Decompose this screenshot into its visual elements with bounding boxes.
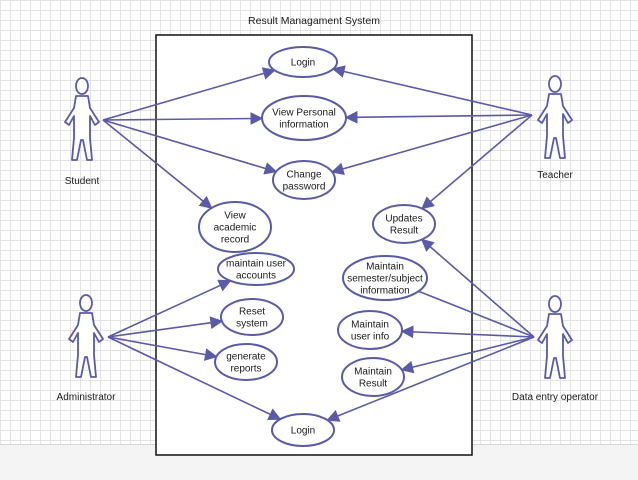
association-student-change-password — [102, 119, 278, 175]
use-case-label: reports — [230, 364, 261, 375]
use-case-login-top[interactable]: Login — [268, 46, 338, 78]
system-title: Result Managament System — [248, 15, 380, 27]
association-administrator-maintain-user-accounts — [107, 279, 232, 338]
use-case-label: Login — [291, 426, 315, 437]
actor-head — [79, 294, 93, 312]
actor-body — [68, 312, 104, 378]
use-case-label: password — [283, 182, 326, 193]
association-lines — [102, 65, 535, 422]
association-administrator-login-bottom — [107, 336, 282, 420]
use-case-label: Maintain — [366, 262, 404, 273]
actor-body — [64, 95, 100, 161]
use-case-ellipse — [271, 413, 335, 447]
use-case-label: View Personal — [272, 108, 336, 119]
actor-body — [537, 93, 573, 159]
actor-head — [548, 295, 562, 313]
actor-data-entry-operator[interactable]: Data entry operator — [512, 295, 599, 403]
use-case-label: accounts — [236, 271, 276, 282]
use-case-ellipse — [272, 160, 336, 200]
actor-body — [537, 313, 573, 379]
actor-teacher[interactable]: Teacher — [537, 75, 573, 181]
use-case-ellipse — [220, 298, 284, 336]
association-student-login-top — [102, 67, 276, 121]
association-student-view-academic-record — [102, 119, 213, 209]
actor-head — [548, 75, 562, 93]
use-case-login-bottom[interactable]: Login — [271, 413, 335, 447]
association-teacher-login-top — [331, 65, 533, 116]
association-administrator-generate-reports — [107, 336, 218, 361]
use-case-label: system — [236, 319, 268, 330]
use-case-label: user info — [351, 332, 390, 343]
association-administrator-reset-system — [107, 316, 224, 338]
association-teacher-view-personal-information — [344, 110, 533, 124]
use-case-label: Login — [291, 58, 315, 69]
association-data-entry-operator-updates-result — [420, 238, 535, 338]
use-case-ellipse — [214, 343, 278, 381]
use-case-label: information — [360, 286, 409, 297]
association-data-entry-operator-maintain-semester-subject-information — [418, 290, 535, 338]
use-case-ellipse — [337, 310, 403, 350]
association-data-entry-operator-maintain-result — [400, 336, 535, 374]
association-data-entry-operator-maintain-user-info — [400, 325, 535, 339]
association-data-entry-operator-login-bottom — [326, 336, 535, 422]
actor-head — [75, 77, 89, 95]
actor-label: Student — [65, 176, 100, 187]
use-case-label: Result — [390, 226, 419, 237]
use-case-ellipse — [268, 46, 338, 78]
actor-label: Teacher — [537, 170, 573, 181]
use-case-label: Reset — [239, 307, 265, 318]
actor-label: Data entry operator — [512, 392, 599, 403]
use-case-ellipse — [261, 95, 347, 141]
use-case-label: semester/subject — [347, 274, 423, 285]
use-case-label: View — [224, 211, 246, 222]
use-case-label: Change — [286, 170, 321, 181]
actor-label: Administrator — [57, 392, 117, 403]
actor-student[interactable]: Student — [64, 77, 100, 187]
use-case-label: Maintain — [351, 320, 389, 331]
use-case-label: Result — [359, 379, 388, 390]
actor-administrator[interactable]: Administrator — [57, 294, 117, 403]
use-case-label: record — [221, 235, 249, 246]
use-case-label: Updates — [385, 214, 422, 225]
use-case-label: information — [279, 120, 328, 131]
use-case-ellipse — [198, 201, 272, 253]
use-case-label: maintain user — [226, 259, 287, 270]
use-case-ellipse — [217, 252, 295, 286]
use-case-ellipse — [342, 255, 428, 301]
use-case-label: generate — [226, 352, 266, 363]
use-case-ellipse — [341, 357, 405, 397]
use-case-label: academic — [214, 223, 257, 234]
use-case-label: Maintain — [354, 367, 392, 378]
association-student-view-personal-information — [102, 112, 264, 125]
use-case-ellipse — [372, 204, 436, 244]
association-teacher-updates-result — [421, 114, 533, 210]
association-teacher-change-password — [330, 114, 533, 175]
